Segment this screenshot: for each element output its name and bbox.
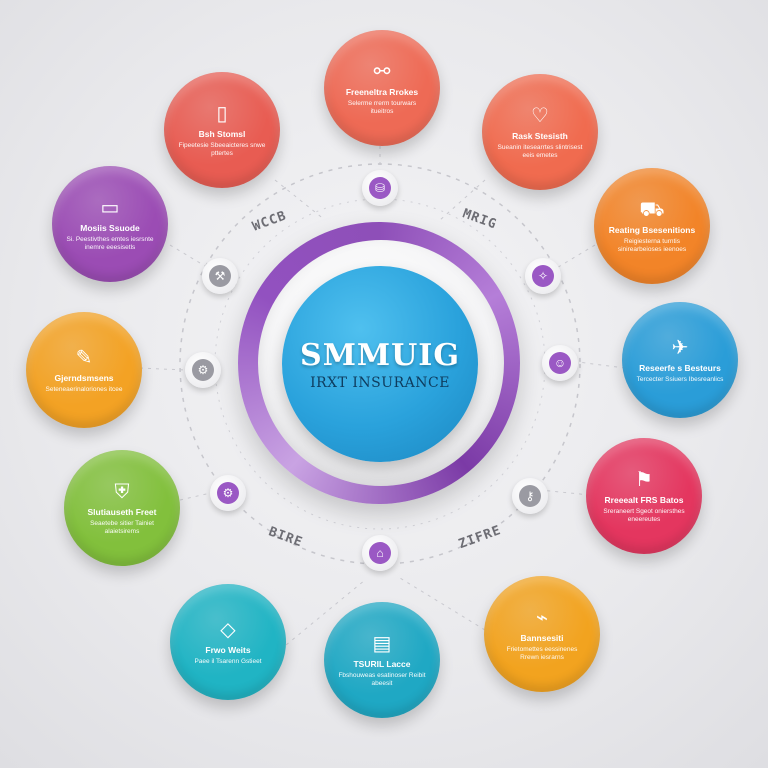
node-desc: Tercecter Ssiuers Ibesreanlics: [636, 375, 724, 383]
node-8[interactable]: ◇ Frwo Weits Paee il Tsarenn Gstieet: [170, 584, 286, 700]
laptop-icon: ▭: [100, 196, 120, 219]
node-label: Reating Bsesenitions: [608, 224, 696, 235]
node-label: Mosiis Ssuode: [80, 222, 140, 233]
node-desc: Frietomettes eessinenes Rrewn iesrarns: [506, 645, 578, 661]
node-desc: Seteneaerinaloriones itcee: [45, 385, 123, 393]
node-desc: Sreraneert Sgeot oniersthes eneereutes: [603, 507, 685, 523]
document-icon: ▤: [372, 632, 392, 655]
badge-lock[interactable]: ⚷: [512, 478, 548, 514]
center-hub: SMMUIG IRXT INSURANCE: [282, 266, 478, 462]
node-9[interactable]: ⛨ Slutiauseth Freet Seaetebe sitier Tain…: [64, 450, 180, 566]
lock-icon: ⚷: [519, 485, 541, 507]
heart-icon: ♡: [531, 104, 549, 127]
node-label: Rask Stesisth: [512, 130, 568, 141]
node-label: TSURIL Lacce: [353, 658, 411, 669]
cart-icon: ⛟: [639, 198, 665, 221]
badge-bag[interactable]: ⛁: [362, 170, 398, 206]
node-1[interactable]: ⚯ Freeneltra Rrokes Selerme rrerm tourwa…: [324, 30, 440, 146]
node-desc: Fipeetesie Sbeeaicteres snwe pttertes: [178, 141, 266, 157]
node-label: Freeneltra Rrokes: [345, 86, 419, 97]
badge-home[interactable]: ⌂: [362, 535, 398, 571]
node-label: Bannsesiti: [520, 632, 564, 643]
node-desc: Paee il Tsarenn Gstieet: [194, 657, 262, 665]
chart-icon: ⌁: [535, 606, 549, 629]
badge-compass[interactable]: ✧: [525, 258, 561, 294]
node-label: Bsh Stomsl: [198, 128, 246, 139]
node-11[interactable]: ▭ Mosiis Ssuode Si. Peestivthes emtes ie…: [52, 166, 168, 282]
node-label: Slutiauseth Freet: [87, 506, 157, 517]
node-desc: Si. Peestivthes emtes iesrsnte inemre ee…: [66, 235, 154, 251]
node-desc: Selerme rrerm tourwars itueitros: [347, 99, 417, 115]
handshake-icon: ⚯: [373, 60, 391, 83]
node-label: Gjerndsmsens: [54, 372, 114, 383]
node-2[interactable]: ♡ Rask Stesisth Sueanin itesearrtes slin…: [482, 74, 598, 190]
node-4[interactable]: ✈ Reseerfe s Besteurs Tercecter Ssiuers …: [622, 302, 738, 418]
node-12[interactable]: ▯ Bsh Stomsl Fipeetesie Sbeeaicteres snw…: [164, 72, 280, 188]
shield-icon: ⛨: [114, 480, 130, 503]
flag-icon: ⚑: [635, 468, 653, 491]
badge-tools[interactable]: ⚒: [202, 258, 238, 294]
badge-car[interactable]: ⚙: [185, 352, 221, 388]
node-label: Rreeealt FRS Batos: [604, 494, 684, 505]
tools-icon: ⚒: [209, 265, 231, 287]
node-desc: Seaetebe sitier Tainiet alaietsirems: [90, 519, 154, 535]
node-7[interactable]: ▤ TSURIL Lacce Fbshouweas esatinoser Rei…: [324, 602, 440, 718]
center-subtitle: IRXT INSURANCE: [310, 374, 450, 391]
node-5[interactable]: ⚑ Rreeealt FRS Batos Sreraneert Sgeot on…: [586, 438, 702, 554]
plane-icon: ✈: [671, 336, 689, 359]
diamond-icon: ◇: [220, 618, 236, 641]
person-icon: ☺: [549, 352, 571, 374]
center-title: SMMUIG: [300, 337, 460, 373]
home-icon: ⌂: [369, 542, 391, 564]
node-label: Frwo Weits: [205, 644, 251, 655]
doc-icon: ✎: [75, 346, 93, 369]
gear-icon: ⚙: [217, 482, 239, 504]
node-desc: Sueanin itesearrtes slintrisest eeis eme…: [497, 143, 583, 159]
phone-icon: ▯: [216, 102, 228, 125]
node-3[interactable]: ⛟ Reating Bsesenitions Reigiesterna turn…: [594, 168, 710, 284]
compass-icon: ✧: [532, 265, 554, 287]
car-icon: ⚙: [192, 359, 214, 381]
node-6[interactable]: ⌁ Bannsesiti Frietomettes eessinenes Rre…: [484, 576, 600, 692]
node-10[interactable]: ✎ Gjerndsmsens Seteneaerinaloriones itce…: [26, 312, 142, 428]
node-desc: Fbshouweas esatinoser Reibit abeesit: [338, 671, 426, 687]
badge-gear[interactable]: ⚙: [210, 475, 246, 511]
badge-person[interactable]: ☺: [542, 345, 578, 381]
node-desc: Reigiesterna turntis sinirearbeioses iee…: [617, 237, 687, 253]
node-label: Reseerfe s Besteurs: [639, 362, 721, 373]
bag-icon: ⛁: [369, 177, 391, 199]
